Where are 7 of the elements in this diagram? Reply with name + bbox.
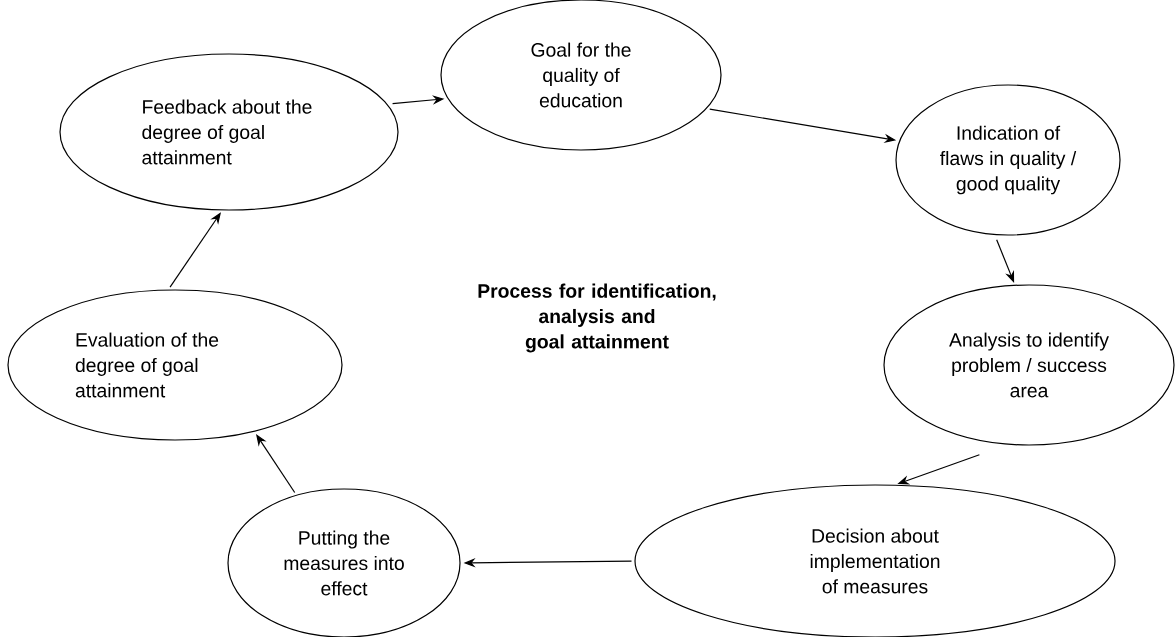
ellipse-node: Indication of flaws in quality / good quality [895,84,1121,236]
ellipse-node: Analysis to identify problem / success area [883,284,1175,446]
arrow [256,434,296,494]
arrow [169,212,221,288]
ellipse-node: Evaluation of the degree of goal attainment [7,289,343,441]
ellipse-node: Feedback about the degree of goal attainment [59,53,399,211]
diagram-title: Process for identification, analysis and goal attainment [478,283,716,353]
